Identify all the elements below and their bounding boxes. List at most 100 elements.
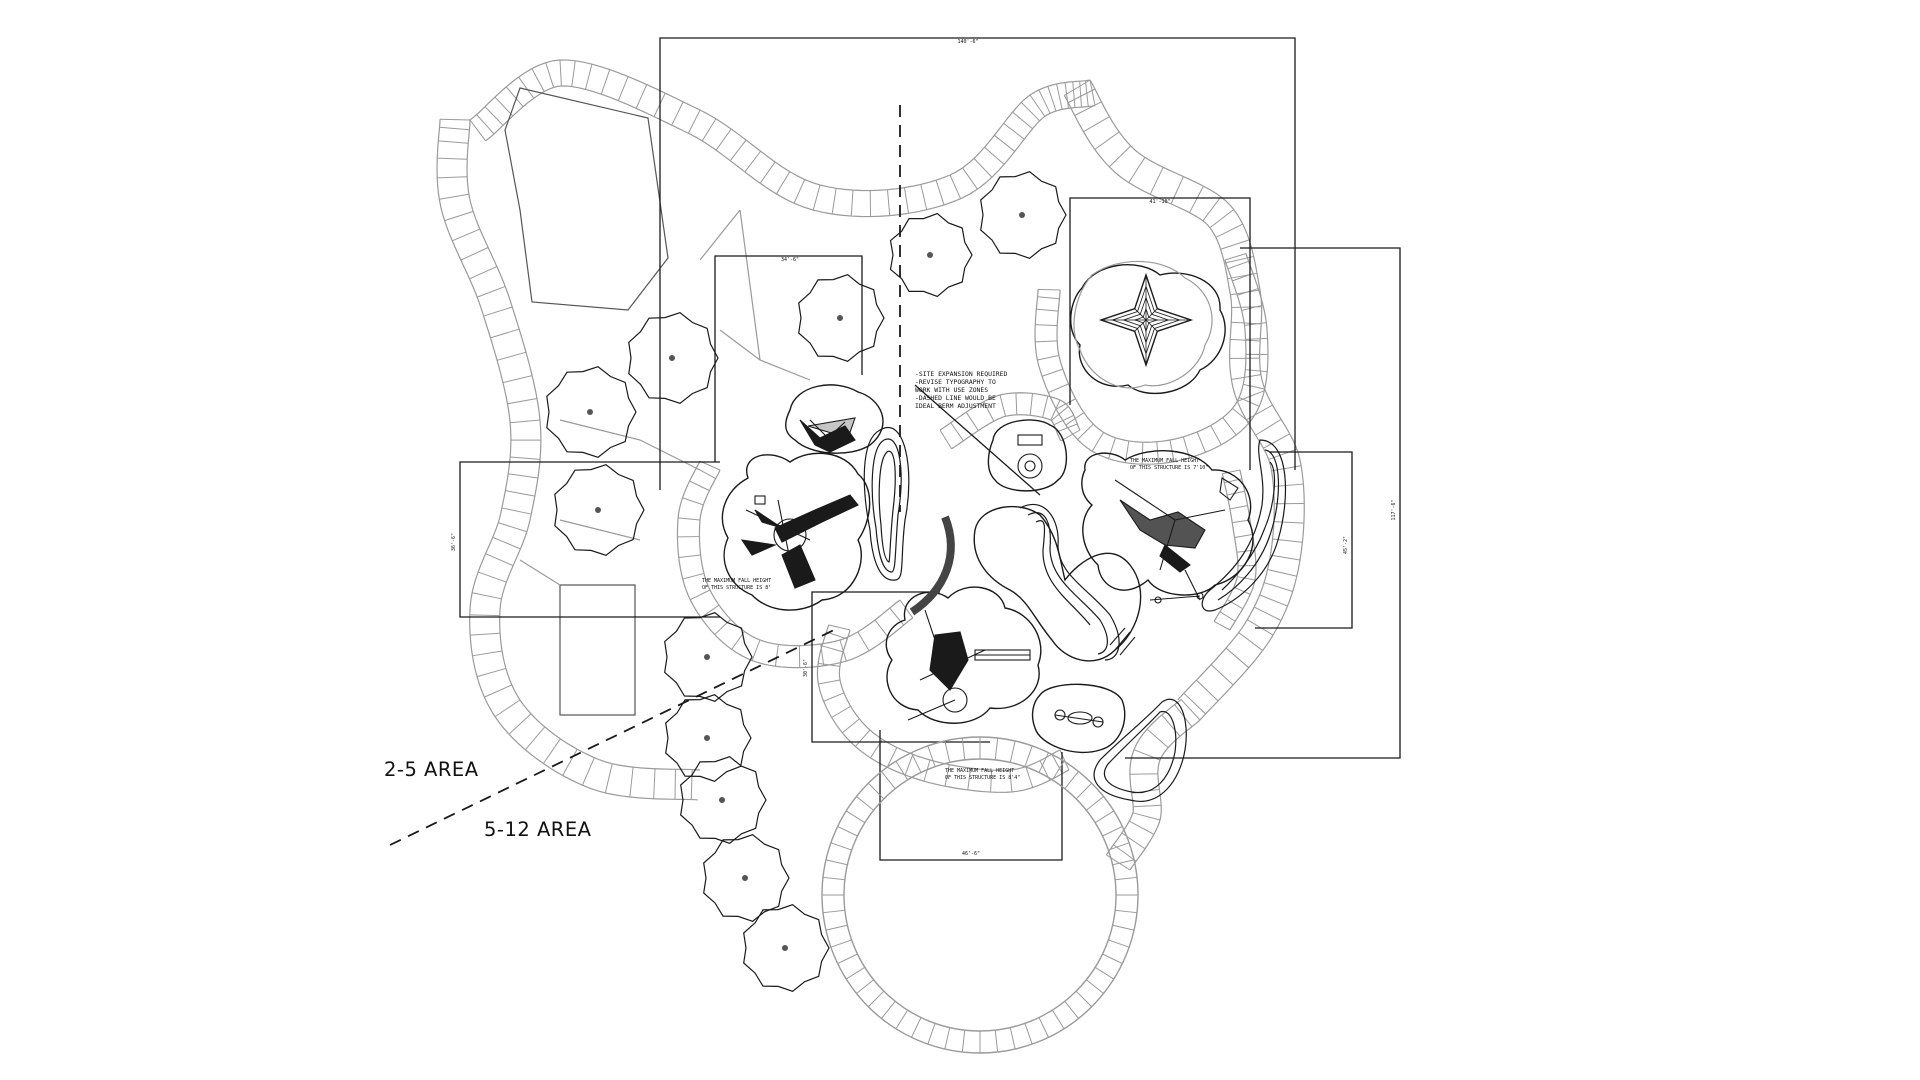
area-labels: 2-5 AREA 5-12 AREA [384, 758, 591, 841]
border-tick [484, 684, 513, 698]
area-label-2-5: 2-5 AREA [384, 758, 479, 781]
border-tick [600, 69, 611, 95]
border-tick [793, 179, 806, 204]
border-tick [1132, 812, 1161, 821]
tree-icon [554, 464, 645, 556]
border-tick [774, 644, 779, 667]
lawn-tick [994, 737, 999, 760]
lawn-tick [822, 909, 845, 914]
border-tick [1219, 611, 1236, 622]
border-tick [950, 422, 964, 442]
west-slide-icon [774, 494, 859, 589]
east-border-band [1063, 79, 1305, 721]
south-spiral-icon [942, 687, 968, 713]
south-small-equipment [1054, 709, 1104, 728]
border-edge [1089, 79, 1305, 721]
tree-canopy-outline [546, 366, 637, 458]
border-tick [1015, 392, 1018, 415]
border-tick [903, 187, 910, 214]
lawn-tick [845, 966, 866, 980]
border-tick [1231, 374, 1262, 381]
paver-joint [519, 209, 811, 586]
lawn-tick [1112, 859, 1135, 866]
west-berm-wall [863, 427, 910, 581]
tree-trunk-dot [704, 735, 710, 741]
tree-canopy-outline [703, 834, 790, 922]
border-tick [483, 306, 513, 317]
border-tick [1226, 490, 1245, 496]
east-bridge-icon [1159, 544, 1191, 573]
border-tick [1209, 209, 1235, 229]
shade-sail-icon [1098, 272, 1194, 368]
canopy-pad [1073, 260, 1213, 389]
tree-icon [743, 904, 830, 992]
lawn-tick [1024, 745, 1033, 767]
border-tick [831, 188, 837, 215]
border-tick [965, 411, 979, 431]
border-tick [729, 139, 747, 162]
border-tick [472, 592, 502, 600]
border-tick [1038, 89, 1051, 114]
west-fan-equipment [807, 417, 856, 439]
lawn-tick [910, 1017, 922, 1038]
border-tick [501, 507, 532, 515]
border-tick [1174, 704, 1193, 728]
border-tick [874, 619, 889, 638]
west-berm-wall-inner-2 [878, 450, 896, 563]
border-tick [518, 76, 535, 99]
border-tick [1234, 534, 1253, 538]
west-struct-line [777, 499, 796, 586]
lawn-tick [1051, 760, 1065, 781]
border-tick [1037, 288, 1061, 291]
tree-trunk-dot [587, 409, 593, 415]
border-tick [1241, 304, 1264, 311]
east-play-pad [1081, 450, 1254, 596]
border-tick [857, 631, 870, 652]
border-tick [1232, 407, 1250, 423]
shade-sail-rib [1145, 319, 1158, 332]
tree-canopy-outline [680, 756, 767, 844]
lawn-tick [1102, 825, 1123, 837]
border-tick [1222, 469, 1241, 475]
border-tick [1048, 383, 1069, 393]
border-tick [1025, 766, 1034, 788]
border-tick [1233, 586, 1251, 595]
east-inner-border-band [1213, 469, 1257, 631]
east-berm-wall [1201, 439, 1287, 612]
west-berm-wall-inner [871, 438, 902, 573]
border-tick [604, 763, 613, 794]
border-tick [812, 184, 821, 211]
border-tick [1083, 116, 1110, 133]
border-tick [1246, 404, 1273, 421]
lawn-tick [1064, 771, 1079, 789]
border-edge [469, 59, 1091, 192]
border-tick [935, 180, 945, 206]
border-tick [505, 86, 524, 107]
border-tick [759, 161, 776, 184]
merry-go-round-hub [1024, 460, 1036, 472]
lawn-tick [1115, 876, 1138, 881]
east-struct-line [1114, 479, 1226, 601]
east-marker-icon [1219, 477, 1239, 501]
border-tick [904, 754, 914, 776]
south-struct-line [907, 609, 986, 721]
border-tick [476, 114, 495, 135]
border-tick [629, 767, 634, 798]
border-tick [682, 572, 705, 580]
tree-canopy-outline [743, 904, 830, 992]
shade-sail-rib [1134, 319, 1147, 332]
border-tick [1196, 679, 1219, 702]
tree-trunk-dot [595, 507, 601, 513]
border-tick [1036, 308, 1059, 312]
tree-canopy-outline [628, 312, 719, 404]
border-tick [584, 64, 593, 90]
lawn-tick [1038, 752, 1050, 773]
border-tick [452, 228, 481, 242]
tree-trunk-dot [1019, 212, 1025, 218]
south-play-pad [885, 586, 1042, 724]
border-tick [1108, 437, 1116, 459]
site-note-line-5: IDEAL BERM ADJUSTMENT [915, 402, 996, 410]
tree-canopy-outline [665, 694, 752, 782]
site-note: -SITE EXPANSION REQUIRED -REVISE TYPOGRA… [915, 370, 1007, 410]
border-tick [850, 190, 854, 217]
